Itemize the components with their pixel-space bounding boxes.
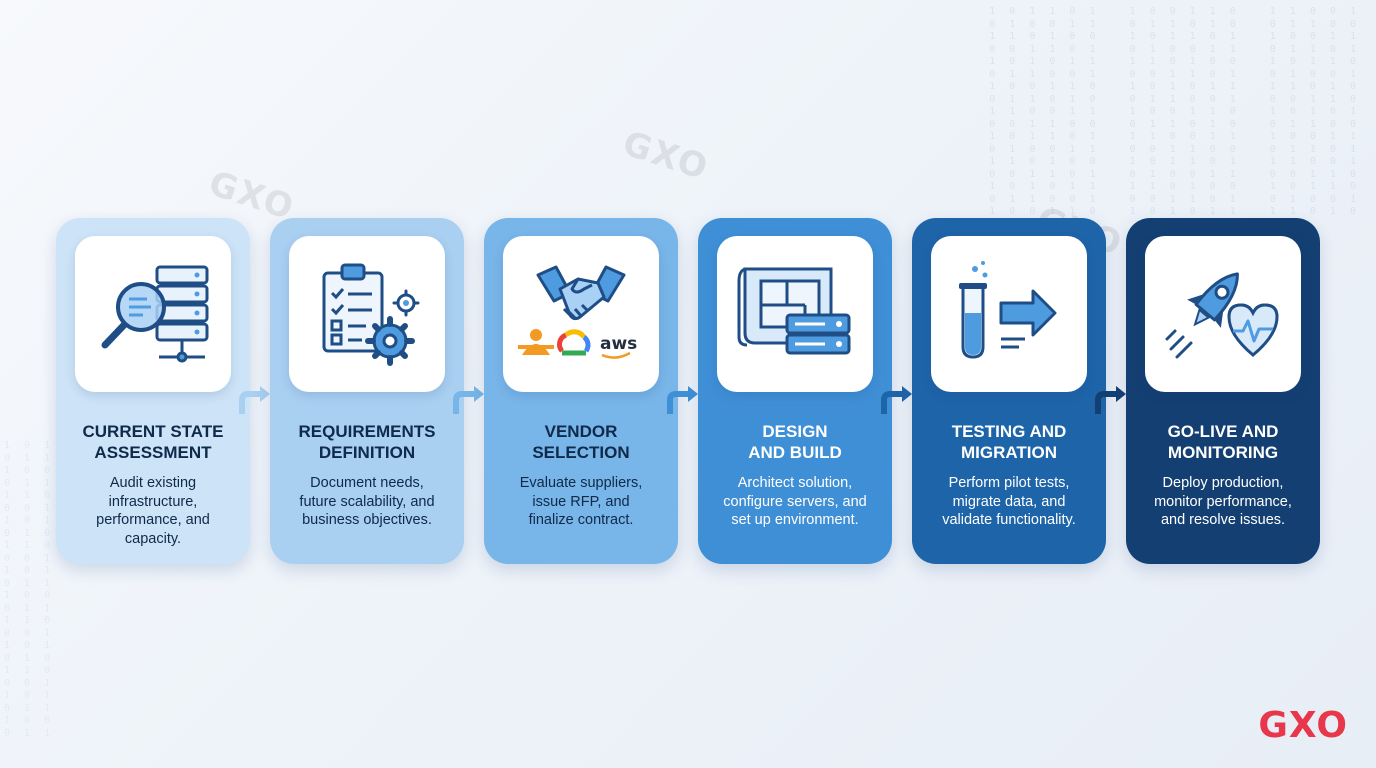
step-description: Architect solution, configure servers, a…: [723, 475, 867, 528]
step-icon-box: [931, 236, 1087, 392]
step-icon-box: [75, 236, 231, 392]
google-cloud-logo: [557, 329, 591, 356]
step-card-testing: TESTING AND MIGRATION Perform pilot test…: [912, 218, 1106, 564]
step-icon-box: [289, 236, 445, 392]
clipboard-gear-icon: [322, 263, 420, 366]
flow-arrow-icon: [239, 386, 270, 414]
step-icon-box: [1145, 236, 1301, 392]
binary-background-pattern-left: 1 0 1 0 1 1 1 0 0 0 1 1 1 1 0 0 0 1 1 0 …: [4, 440, 55, 739]
flow-arrow-icon: [881, 386, 912, 414]
oracle-logo: [518, 329, 554, 355]
step-title: DESIGN AND BUILD: [748, 422, 842, 462]
step-card-golive: GO-LIVE AND MONITORING Deploy production…: [1126, 218, 1320, 564]
binary-background-pattern: 1 0 1 1 0 1 1 0 0 1 1 0 1 1 0 0 1 0 1 0 …: [989, 6, 1360, 217]
step-icon-box: aws: [503, 236, 659, 392]
step-title: REQUIREMENTS DEFINITION: [298, 422, 436, 462]
test-tube-arrow-icon: [959, 261, 1057, 359]
step-title: TESTING AND MIGRATION: [951, 422, 1067, 462]
step-card-current-state: CURRENT STATE ASSESSMENT Audit existing …: [56, 218, 250, 564]
flow-arrow-icon: [667, 386, 698, 414]
handshake-icon: aws: [518, 265, 637, 359]
step-title: VENDOR SELECTION: [532, 422, 630, 462]
flow-arrow-icon: [1095, 386, 1126, 414]
step-card-vendor: aws VENDOR SELECTION Evaluate suppliers,…: [484, 218, 678, 564]
step-title: GO-LIVE AND MONITORING: [1167, 422, 1279, 462]
step-description: Perform pilot tests, migrate data, and v…: [942, 475, 1076, 528]
aws-logo: aws: [600, 334, 637, 354]
rocket-heartbeat-icon: [1165, 272, 1279, 359]
gxo-logo: GXO: [1258, 705, 1348, 746]
step-title: CURRENT STATE ASSESSMENT: [82, 422, 224, 462]
step-description: Document needs, future scalability, and …: [299, 475, 435, 528]
step-card-requirements: REQUIREMENTS DEFINITION Document needs, …: [270, 218, 464, 564]
blueprint-server-icon: [737, 267, 851, 355]
step-description: Audit existing infrastructure, performan…: [96, 475, 210, 547]
server-magnifier-icon: [101, 265, 209, 363]
step-card-design: DESIGN AND BUILD Architect solution, con…: [698, 218, 892, 564]
step-description: Evaluate suppliers, issue RFP, and final…: [519, 475, 643, 528]
flow-arrow-icon: [453, 386, 484, 414]
step-description: Deploy production, monitor performance, …: [1154, 475, 1292, 528]
step-icon-box: [717, 236, 873, 392]
